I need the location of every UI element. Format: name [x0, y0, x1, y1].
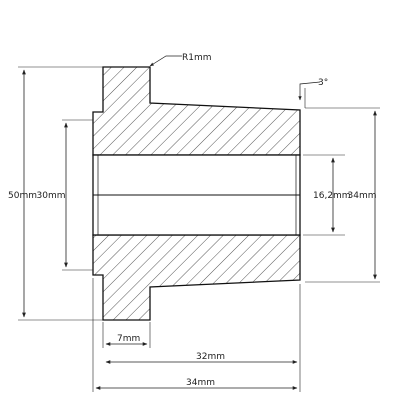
- dimension-lines: [22, 69, 377, 390]
- label-taper-angle: 3°: [318, 78, 328, 88]
- label-radius: R1mm: [182, 53, 212, 63]
- label-body-dia: 30mm: [37, 191, 66, 201]
- lower-section: [92, 234, 301, 321]
- extension-lines: [18, 66, 380, 392]
- upper-section: [92, 66, 301, 156]
- label-total-length: 34mm: [186, 378, 215, 388]
- angle-leader: [298, 81, 321, 101]
- label-outer-dia: 50mm: [8, 191, 37, 201]
- label-taper-dia: 34mm: [348, 191, 377, 201]
- label-body-length: 32mm: [196, 352, 225, 362]
- part-section: [92, 66, 301, 321]
- label-bore-dia: 16,2mm: [313, 191, 351, 201]
- dimension-texts: R1mm 3° 50mm 30mm 16,2mm 34mm 7mm 32mm 3…: [8, 53, 377, 388]
- leaders: [149, 55, 321, 101]
- radius-leader: [149, 55, 182, 67]
- label-flange-width: 7mm: [117, 334, 140, 344]
